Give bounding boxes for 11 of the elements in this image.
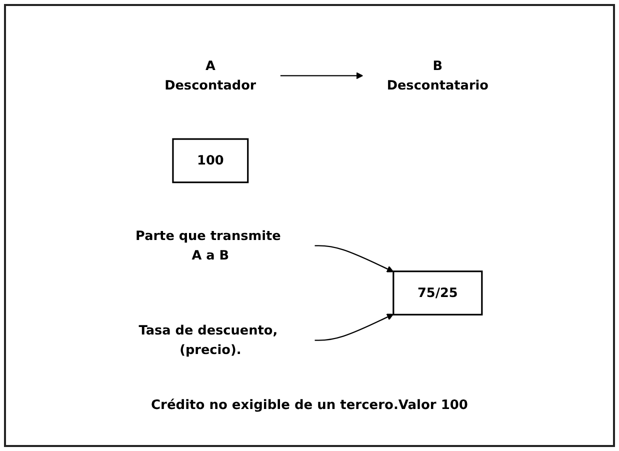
node-text: A Descontador bbox=[164, 58, 256, 93]
node-text: B Descontatario bbox=[386, 58, 489, 93]
arrow bbox=[280, 72, 364, 80]
node-box bbox=[392, 270, 483, 316]
node-text: Parte que transmite A a B bbox=[136, 228, 281, 263]
page-frame: A Descontador B Descontatario 100 Parte que transmite A a B 75/25 Tasa de descuento, (precio). Crédito no exigible de un tercero.Valor 100 bbox=[4, 4, 615, 447]
node-box bbox=[172, 138, 249, 184]
arrow bbox=[314, 314, 394, 341]
node-text: Tasa de descuento, (precio). bbox=[138, 322, 278, 358]
caption: Crédito no exigible de un tercero.Valor 100 bbox=[151, 398, 468, 413]
arrow bbox=[314, 245, 394, 272]
